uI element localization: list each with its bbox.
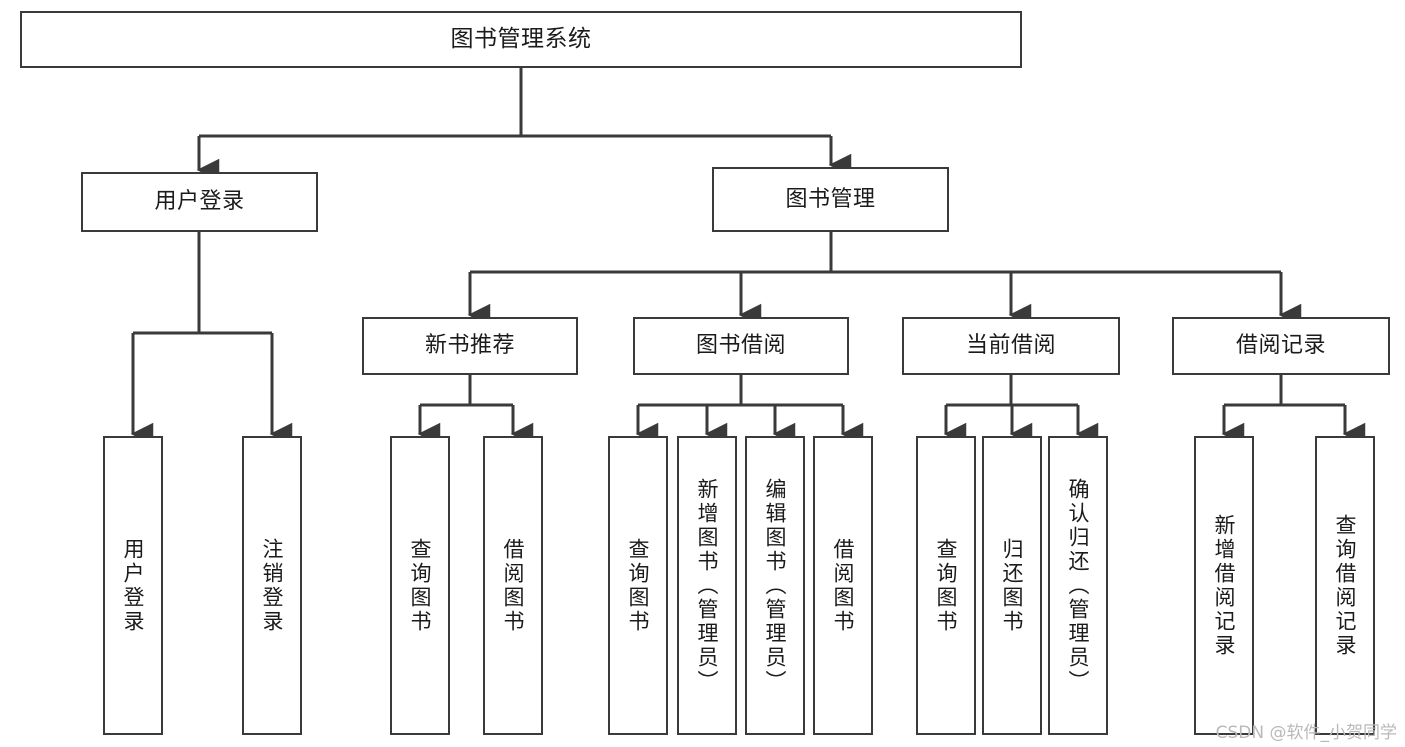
leaf-current-borrow-query[interactable]: 查询图书 (916, 436, 976, 735)
leaf-borrow-record-add[interactable]: 新增借阅记录 (1194, 436, 1254, 735)
node-label: 图书管理 (785, 186, 876, 212)
leaf-book-borrow-query[interactable]: 查询图书 (608, 436, 668, 735)
node-book-borrow[interactable]: 图书借阅 (633, 317, 849, 375)
node-label: 查询图书 (626, 537, 651, 634)
leaf-user-login-login[interactable]: 用户登录 (103, 436, 163, 735)
node-label: 查询图书 (408, 537, 433, 634)
leaf-book-borrow-add[interactable]: 新增图书（管理员） (677, 436, 737, 735)
leaf-user-login-logout[interactable]: 注销登录 (242, 436, 302, 735)
node-label: 借阅图书 (831, 537, 856, 634)
node-root-system[interactable]: 图书管理系统 (20, 11, 1022, 68)
node-label: 查询借阅记录 (1333, 513, 1358, 658)
node-user-login[interactable]: 用户登录 (81, 172, 318, 232)
node-label: 用户登录 (154, 189, 245, 215)
node-label: 编辑图书（管理员） (763, 477, 788, 694)
node-new-book-recommend[interactable]: 新书推荐 (362, 317, 578, 375)
node-label: 新增借阅记录 (1212, 513, 1237, 658)
leaf-new-book-borrow[interactable]: 借阅图书 (483, 436, 543, 735)
node-label: 新书推荐 (424, 333, 515, 359)
node-label: 新增图书（管理员） (695, 477, 720, 694)
node-borrow-record[interactable]: 借阅记录 (1172, 317, 1390, 375)
node-label: 查询图书 (934, 537, 959, 634)
leaf-new-book-query[interactable]: 查询图书 (390, 436, 450, 735)
node-label: 确认归还（管理员） (1066, 477, 1091, 694)
node-label: 用户登录 (121, 537, 146, 634)
leaf-current-borrow-return[interactable]: 归还图书 (982, 436, 1042, 735)
node-book-management[interactable]: 图书管理 (712, 167, 949, 232)
node-label: 借阅图书 (501, 537, 526, 634)
leaf-current-borrow-confirm-return[interactable]: 确认归还（管理员） (1048, 436, 1108, 735)
node-label: 图书借阅 (695, 333, 786, 359)
node-label: 借阅记录 (1235, 333, 1326, 359)
csdn-watermark: CSDN @软件_小贺同学 (1215, 723, 1397, 743)
node-label: 图书管理系统 (450, 25, 592, 52)
leaf-borrow-record-query[interactable]: 查询借阅记录 (1315, 436, 1375, 735)
node-label: 归还图书 (1000, 537, 1025, 634)
node-label: 注销登录 (260, 537, 285, 634)
node-current-borrow[interactable]: 当前借阅 (902, 317, 1120, 375)
node-label: 当前借阅 (965, 333, 1056, 359)
leaf-book-borrow-edit[interactable]: 编辑图书（管理员） (745, 436, 805, 735)
leaf-book-borrow-borrow[interactable]: 借阅图书 (813, 436, 873, 735)
